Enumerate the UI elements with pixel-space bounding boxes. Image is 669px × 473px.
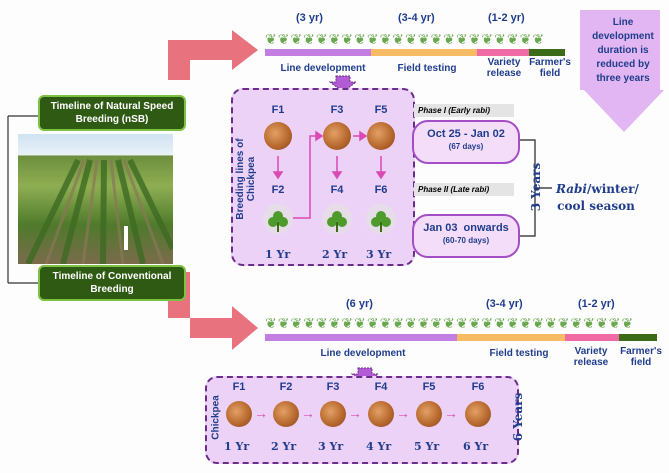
breeding-lines-box — [231, 88, 415, 266]
nsb-duration-1: (3 yr) — [296, 12, 323, 24]
phase-1-label: Phase I (Early rabi) — [414, 104, 514, 117]
nsb-arrow — [168, 30, 258, 80]
conv-seed-f1 — [226, 401, 252, 427]
plant-f6 — [366, 204, 396, 234]
conv-stage-1: Line development — [320, 348, 406, 359]
phase-2-days: (60-70 days) — [442, 236, 490, 245]
nsb-stage-4: Farmer's field — [529, 57, 571, 79]
conv-year-2: 2 Yr — [271, 440, 297, 453]
conv-year-1: 1 Yr — [224, 440, 250, 453]
conv-seed-f4 — [368, 401, 394, 427]
seed-f3 — [323, 122, 351, 150]
conv-duration-3: (1-2 yr) — [578, 298, 615, 310]
gen-f2: F2 — [271, 184, 285, 196]
conv-seg-farmer — [619, 334, 657, 341]
chickpea-field-photo — [18, 134, 173, 264]
phase-1-dates: Oct 25 - Jan 02 — [427, 128, 505, 140]
gen-f6: F6 — [374, 184, 388, 196]
year-3: 3 Yr — [366, 248, 392, 261]
plant-f2 — [263, 204, 293, 234]
conventional-plants: ❦❦❦❦❦❦❦❦❦❦❦❦❦❦❦❦❦❦❦❦❦❦❦❦❦❦❦❦❦ — [265, 315, 635, 331]
gen-f3: F3 — [330, 104, 344, 116]
seed-f1 — [264, 122, 292, 150]
conventional-timeline: ❦❦❦❦❦❦❦❦❦❦❦❦❦❦❦❦❦❦❦❦❦❦❦❦❦❦❦❦❦ — [265, 314, 657, 344]
nsb-timeline: ❦❦❦❦❦❦❦❦❦❦❦❦❦❦❦❦❦❦❦❦❦❦ — [265, 30, 565, 60]
season-rest: /winter/ — [586, 182, 639, 196]
nsb-stage-3: Variety release — [486, 57, 522, 79]
conventional-arrow — [168, 272, 258, 350]
season-rabi: Rabi — [556, 182, 587, 196]
callout-arrow — [580, 10, 664, 132]
conv-gen-f2: F2 — [279, 381, 293, 393]
gen-f5: F5 — [374, 104, 388, 116]
year-2: 2 Yr — [322, 248, 348, 261]
phase-2-window: Jan 03 onwards (60-70 days) — [412, 214, 520, 258]
conv-duration-1: (6 yr) — [346, 298, 373, 310]
conv-stage-2: Field testing — [489, 348, 549, 359]
conv-year-5: 5 Yr — [414, 440, 440, 453]
season-label: Rabi/winter/ cool season — [556, 181, 639, 215]
conv-stage-3: Variety release — [573, 346, 609, 368]
conv-gen-f1: F1 — [232, 381, 246, 393]
conv-seed-f5 — [416, 401, 442, 427]
nsb-seg-release — [477, 49, 529, 56]
conv-gen-f3: F3 — [326, 381, 340, 393]
phase-2-label: Phase II (Late rabi) — [414, 183, 514, 196]
nsb-seg-field — [371, 49, 477, 56]
conventional-label: Timeline of Conventional Breeding — [38, 265, 186, 301]
conv-gen-f4: F4 — [374, 381, 388, 393]
conv-seed-f2 — [273, 401, 299, 427]
conv-gen-f5: F5 — [422, 381, 436, 393]
conv-arrow-2: → — [301, 405, 315, 421]
nsb-label: Timeline of Natural Speed Breeding (nSB) — [38, 95, 186, 131]
nsb-seg-line-dev — [265, 49, 371, 56]
conv-gen-f6: F6 — [471, 381, 485, 393]
gen-f4: F4 — [330, 184, 344, 196]
conv-duration-2: (3-4 yr) — [486, 298, 523, 310]
phase-2-dates: Jan 03 onwards — [423, 222, 509, 234]
conv-total-label: 6 Years — [511, 392, 525, 442]
conv-arrow-1: → — [254, 405, 268, 421]
conv-seg-line-dev — [265, 334, 457, 341]
year-1: 1 Yr — [265, 248, 291, 261]
nsb-plants: ❦❦❦❦❦❦❦❦❦❦❦❦❦❦❦❦❦❦❦❦❦❦ — [265, 31, 546, 47]
conv-arrow-4: → — [396, 405, 410, 421]
nsb-duration-2: (3-4 yr) — [398, 12, 435, 24]
season-line2: cool season — [557, 199, 635, 213]
conv-year-6: 6 Yr — [463, 440, 489, 453]
conv-side-label: Chickpea — [210, 395, 222, 440]
gen-f1: F1 — [271, 104, 285, 116]
nsb-stage-1: Line development — [280, 63, 366, 74]
phase-1-window: Oct 25 - Jan 02 (67 days) — [412, 120, 520, 164]
plant-f4 — [322, 204, 352, 234]
three-years-label: 3 Years — [529, 162, 543, 212]
conv-year-4: 4 Yr — [366, 440, 392, 453]
seed-f5 — [367, 122, 395, 150]
conv-seed-f6 — [465, 401, 491, 427]
nsb-stage-2: Field testing — [397, 63, 457, 74]
conv-seg-field — [457, 334, 565, 341]
conv-year-3: 3 Yr — [318, 440, 344, 453]
callout-text: Line development duration is reduced by … — [592, 17, 654, 84]
phase-1-days: (67 days) — [448, 142, 484, 151]
conv-seed-f3 — [320, 401, 346, 427]
conv-arrow-3: → — [348, 405, 362, 421]
conv-arrow-5: → — [444, 405, 458, 421]
conv-seg-release — [565, 334, 619, 341]
nsb-seg-farmer — [529, 49, 565, 56]
conv-stage-4: Farmer's field — [620, 346, 662, 368]
nsb-duration-3: (1-2 yr) — [488, 12, 525, 24]
